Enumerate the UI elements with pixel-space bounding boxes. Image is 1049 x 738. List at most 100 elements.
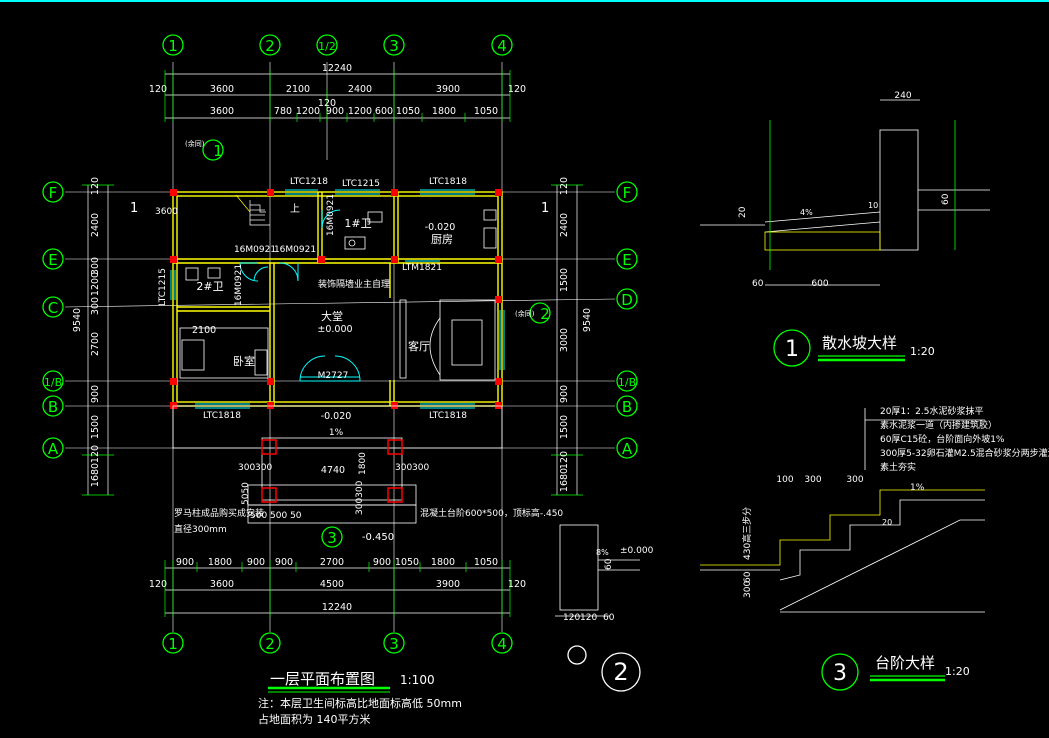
dim-text: 1050	[395, 557, 419, 568]
porch	[172, 405, 503, 524]
dim-text: 2100	[286, 84, 310, 95]
axis-label-C: C	[48, 299, 58, 317]
door-label: 16M0921	[234, 264, 244, 306]
room-labels: 1#卫 厨房 2#卫 卧室 大堂 客厅 -0.020 ±0.000 -0.020…	[196, 203, 455, 543]
axis-labels: 1 2 1/2 3 4 1 2 3 4 F E C 1/B B A F E D …	[44, 37, 636, 653]
axis-label-E: E	[48, 251, 57, 269]
detail3-scale: 1:20	[945, 665, 970, 678]
level-outdoor: -0.450	[362, 532, 394, 543]
dim-text: 1200	[296, 106, 320, 117]
dim-text: 4740	[321, 465, 345, 476]
top-dimension-text: 12240 120 3600 2100 2400 3900 120 3600 7…	[149, 63, 526, 117]
column-note: 罗马柱成品购买成安装	[174, 507, 264, 519]
dim-text: 900	[90, 385, 101, 403]
dim-lines-bottom	[164, 560, 511, 617]
dim-text: 1800	[208, 557, 232, 568]
note-2: 占地面积为 140平方米	[258, 712, 371, 726]
dim-total-left: 9540	[72, 308, 83, 332]
dim-text: 60	[743, 571, 753, 583]
room-toilet1: 1#卫	[344, 217, 371, 230]
dim-text: 2400	[348, 84, 372, 95]
dim-text: 60	[752, 279, 764, 289]
detail3-title: 台阶大样	[875, 654, 935, 672]
dim-text: 1050	[474, 106, 498, 117]
dim-text: 60	[604, 558, 614, 570]
columns	[170, 189, 502, 409]
dim-text: 120	[563, 613, 580, 623]
fixtures	[179, 209, 497, 381]
dim-total-right: 9540	[582, 308, 593, 332]
layer-text: 20厚1：2.5水泥砂浆抹平	[880, 405, 984, 417]
door-swings	[239, 209, 361, 382]
dim-text: 5050	[241, 482, 251, 505]
dim-text: 900	[326, 106, 344, 117]
axis-label-2: 2	[265, 37, 275, 55]
dim-text: 120	[318, 98, 336, 109]
dim-text: 1%	[910, 483, 925, 493]
window-label: LTC1215	[158, 268, 168, 306]
axis-label-4: 4	[497, 37, 507, 55]
staircase	[235, 194, 270, 226]
detail1-drawing	[700, 99, 990, 286]
axis-label-B-right: B	[622, 398, 632, 416]
axis-label-1B: 1/B	[44, 376, 62, 389]
axis-label-3-bottom: 3	[389, 635, 399, 653]
stair-up-label: 上	[290, 203, 300, 215]
dim-text: 3900	[436, 579, 460, 590]
window-label: LTC1818	[203, 411, 241, 421]
dim-text: 120	[149, 579, 167, 590]
dim-text: 120	[580, 613, 597, 623]
dim-text: 3600	[210, 579, 234, 590]
dim-text: 900	[247, 557, 265, 568]
detail2-drawing	[555, 524, 640, 617]
door-label: 16M0921	[326, 194, 336, 236]
detail3-text: 3 台阶大样 1:20 20厚1：2.5水泥砂浆抹平 素水泥浆一道（内掺建筑胶）…	[741, 405, 1049, 686]
axis-label-3: 3	[389, 37, 399, 55]
detail2-text: 2 ±0.000 8% 120 120 60 60	[563, 546, 654, 686]
window-label: LTC1218	[290, 177, 328, 187]
dim-text: 300	[238, 463, 255, 473]
dim-text: 120	[559, 451, 570, 469]
door-label: 16M0921	[274, 245, 316, 255]
right-dimension-text: 120 2400 1500 3000 900 1500 120 1680 954…	[559, 177, 593, 492]
dim-text: 2700	[90, 332, 101, 356]
room-kitchen: 厨房	[431, 233, 453, 246]
callout-num: 3	[327, 529, 337, 547]
detail1-number: 1	[785, 337, 799, 362]
layer-text: 300厚5-32卵石灌M2.5混合砂浆分两步灌注	[880, 447, 1049, 459]
axis-label-A: A	[48, 440, 59, 458]
callout-num: 1	[213, 142, 223, 160]
dim-text: 300	[412, 463, 429, 473]
dim-text: 120	[508, 579, 526, 590]
dim-text: 900	[275, 557, 293, 568]
axis-bubbles	[42, 34, 638, 665]
dim-text: 300	[395, 463, 412, 473]
bottom-dimension-text: 900 1800 900 900 2700 900 1050 1800 1050…	[149, 557, 526, 613]
dim-text: 2400	[559, 213, 570, 237]
dim-text: 300	[255, 463, 272, 473]
window-label: LTC1215	[342, 179, 380, 189]
dim-text: 1680	[559, 468, 570, 492]
dim-lines-sides	[82, 184, 583, 496]
misc-labels: 装饰隔墙业主自理 罗马柱成品购买成安装 直径300mm 混凝土台阶600*500…	[130, 139, 563, 535]
axis-label-F-right: F	[623, 184, 632, 202]
dim-text: 300	[90, 297, 101, 315]
level-porch: -0.020	[321, 411, 352, 422]
dim-text: 430高三步分	[741, 507, 753, 560]
dim-text: 3900	[436, 84, 460, 95]
dim-text: 4500	[320, 579, 344, 590]
dim-text: 1800	[432, 106, 456, 117]
dim-text: 3600	[210, 84, 234, 95]
dim-text: 1500	[559, 415, 570, 439]
window-label: LTC1818	[429, 411, 467, 421]
detail1-title: 散水坡大样	[822, 334, 897, 352]
dim-text: 3600	[210, 106, 234, 117]
door-label: M2727	[318, 371, 349, 381]
window-label: LTC1818	[429, 177, 467, 187]
dim-text: 900	[373, 557, 391, 568]
room-bedroom: 卧室	[233, 354, 255, 368]
axis-label-B: B	[48, 398, 58, 416]
detail2-callout	[601, 652, 641, 692]
